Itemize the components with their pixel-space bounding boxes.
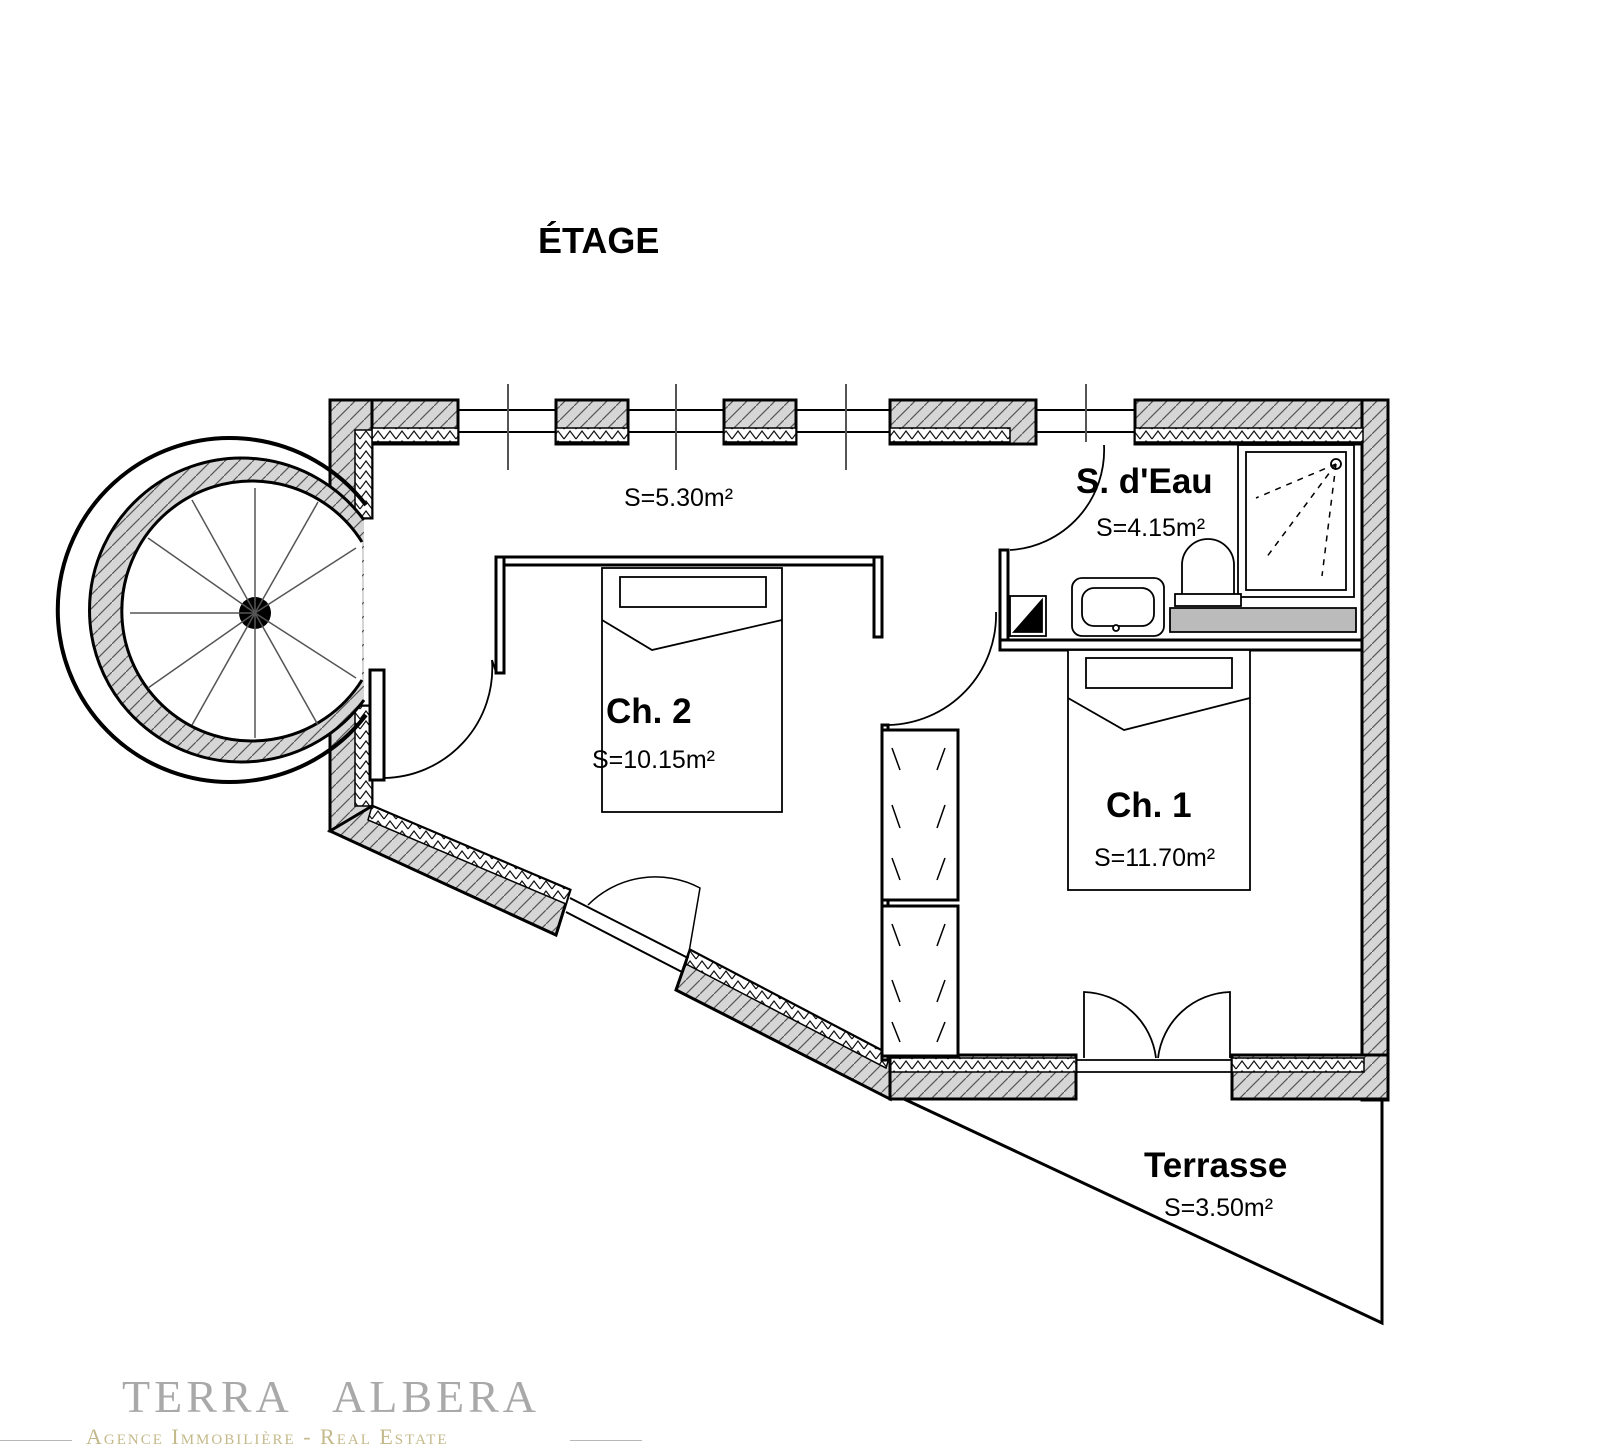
terrace-outline	[903, 1097, 1384, 1326]
bed-ch2	[601, 567, 783, 813]
room-name-terrasse: Terrasse	[1144, 1146, 1288, 1185]
brand-name-albera: ALBERA	[332, 1371, 540, 1422]
diagonal-wall	[326, 804, 892, 1102]
closet-marks	[891, 747, 946, 1043]
room-area-hall: S=5.30m²	[624, 484, 734, 512]
brand-rule-right	[570, 1440, 642, 1441]
brand-rule-left	[0, 1440, 72, 1441]
brand-tagline: Agence Immobilière - Real Estate	[86, 1424, 449, 1445]
room-name-ch2: Ch. 2	[606, 692, 692, 731]
floor-title: ÉTAGE	[538, 220, 660, 261]
room-area-sdeau: S=4.15m²	[1096, 514, 1206, 542]
room-name-sdeau: S. d'Eau	[1076, 462, 1213, 501]
door-swings	[383, 444, 1232, 1073]
spiral-staircase	[55, 436, 368, 784]
room-area-ch2: S=10.15m²	[592, 746, 715, 774]
room-name-ch1: Ch. 1	[1106, 786, 1192, 825]
room-area-ch1: S=11.70m²	[1094, 844, 1216, 872]
brand-name-terra: TERRA	[122, 1371, 293, 1422]
window-tick-marks	[507, 384, 1087, 470]
bed-ch1	[1067, 649, 1251, 891]
room-area-terrasse: S=3.50m²	[1164, 1194, 1274, 1222]
bathroom-fixtures	[1009, 444, 1357, 637]
